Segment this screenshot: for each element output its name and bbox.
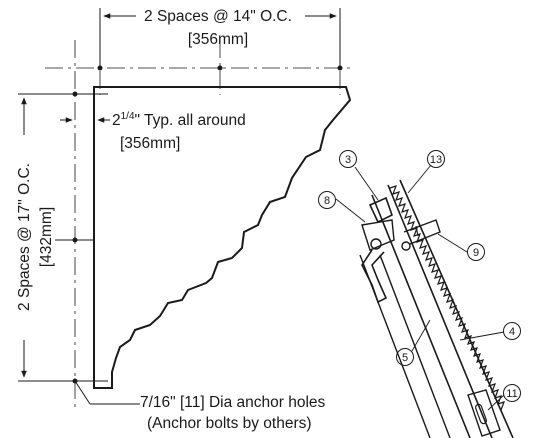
edge-distance-label: 21/4" Typ. all around [112, 111, 246, 129]
callout-11: 11 [506, 388, 517, 400]
base-plate-outline [93, 86, 352, 389]
vertical-metric-label: [432mm] [38, 207, 55, 267]
callout-13: 13 [430, 154, 442, 166]
horizontal-metric-label: [356mm] [188, 31, 248, 48]
callout-8: 8 [324, 195, 330, 207]
anchor-hole-note: 7/16" [11] Dia anchor holes (Anchor bolt… [74, 380, 326, 432]
anchor-holes-label: 7/16" [11] Dia anchor holes [140, 394, 326, 411]
callout-3: 3 [345, 154, 351, 166]
left-centerline [55, 40, 343, 410]
vertical-spacing-label: 2 Spaces @ 17" O.C. [16, 163, 33, 311]
callout-9: 9 [473, 247, 479, 259]
callout-4: 4 [509, 326, 515, 338]
mechanism-illustration: 3 13 8 9 4 5 11 [318, 150, 521, 438]
callout-5: 5 [402, 352, 408, 364]
ratchet-teeth [389, 185, 506, 411]
edge-distance-dimension: 21/4" Typ. all around [356mm] [60, 111, 246, 152]
left-dimension: 2 Spaces @ 17" O.C. [432mm] [16, 93, 60, 382]
top-dimension: 2 Spaces @ 14" O.C. [356mm] [99, 8, 341, 68]
hole-centerlines-vertical [99, 40, 341, 95]
edge-distance-metric: [356mm] [120, 135, 180, 152]
horizontal-spacing-label: 2 Spaces @ 14" O.C. [144, 8, 292, 25]
anchor-bolts-label: (Anchor bolts by others) [147, 415, 312, 432]
